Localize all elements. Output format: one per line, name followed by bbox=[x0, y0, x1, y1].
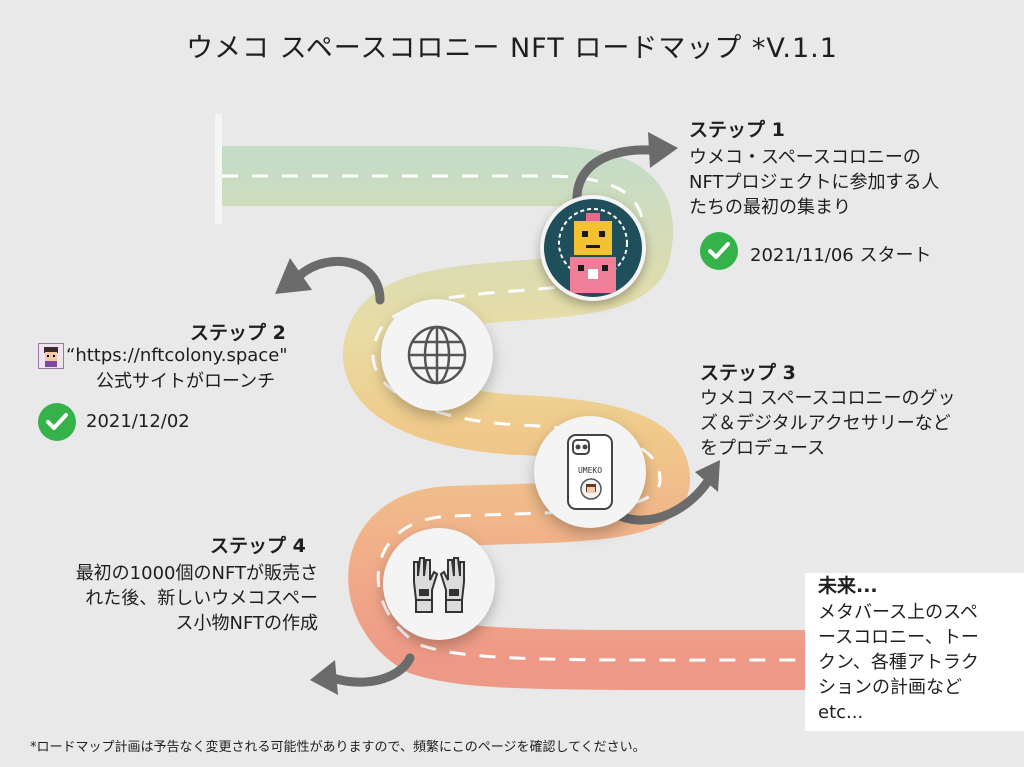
step3-line: ズ＆デジタルアクセサリーなど bbox=[700, 413, 951, 434]
step2-line: 公式サイトがローンチ bbox=[96, 371, 276, 392]
step3-line: をプロデュース bbox=[700, 438, 826, 459]
step4-line: ス小物NFTの作成 bbox=[175, 613, 319, 634]
gloves-icon bbox=[383, 528, 495, 640]
future-line: メタバース上のスペ bbox=[818, 602, 978, 623]
step1-heading: ステップ 1 bbox=[689, 119, 785, 141]
step1-date: 2021/11/06 スタート bbox=[750, 245, 932, 266]
curved-arrow-icon bbox=[295, 256, 385, 305]
curved-arrow-icon bbox=[613, 473, 715, 525]
astronaut-avatar-icon bbox=[540, 195, 646, 301]
avatar-icon bbox=[38, 343, 64, 369]
footnote: *ロードマップ計画は予告なく変更される可能性がありますので、頻繁にこのページを確… bbox=[30, 740, 646, 755]
globe-icon bbox=[381, 299, 493, 411]
step4-line: 最初の1000個のNFTが販売さ bbox=[75, 563, 318, 584]
step4-description: 最初の1000個のNFTが販売さ れた後、新しいウメコスペー ス小物NFTの作成 bbox=[50, 561, 318, 636]
future-description: メタバース上のスペ ースコロニー、トー クン、各種アトラク ションの計画など e… bbox=[818, 600, 979, 725]
phone-case-icon: UMEKO bbox=[534, 416, 646, 528]
step2-url: “https://nftcolony.space" bbox=[66, 345, 288, 366]
case-label: UMEKO bbox=[578, 466, 602, 475]
future-line: クン、各種アトラク bbox=[818, 652, 979, 673]
page-title: ウメコ スペースコロニー NFT ロードマップ *V.1.1 bbox=[186, 33, 838, 64]
step1-line: たちの最初の集まり bbox=[689, 197, 851, 218]
step3-heading: ステップ 3 bbox=[700, 362, 796, 384]
step4-line: れた後、新しいウメコスペー bbox=[85, 588, 318, 609]
step1-line: NFTプロジェクトに参加する人 bbox=[689, 172, 940, 193]
step3-line: ウメコ スペースコロニーのグッ bbox=[700, 388, 956, 409]
future-line: ションの計画など bbox=[818, 677, 962, 698]
check-icon bbox=[38, 403, 76, 441]
future-line: ースコロニー、トー bbox=[818, 627, 979, 648]
future-heading: 未来... bbox=[818, 575, 878, 597]
step2-date: 2021/12/02 bbox=[86, 411, 190, 432]
step1-description: ウメコ・スペースコロニーの NFTプロジェクトに参加する人 たちの最初の集まり bbox=[689, 145, 940, 220]
future-card bbox=[805, 573, 1024, 731]
future-line: etc... bbox=[818, 702, 864, 723]
step4-heading: ステップ 4 bbox=[210, 535, 306, 557]
step1-line: ウメコ・スペースコロニーの bbox=[689, 147, 921, 168]
step2-heading: ステップ 2 bbox=[190, 322, 286, 344]
step3-description: ウメコ スペースコロニーのグッ ズ＆デジタルアクセサリーなど をプロデュース bbox=[700, 386, 956, 461]
check-icon bbox=[700, 232, 738, 270]
